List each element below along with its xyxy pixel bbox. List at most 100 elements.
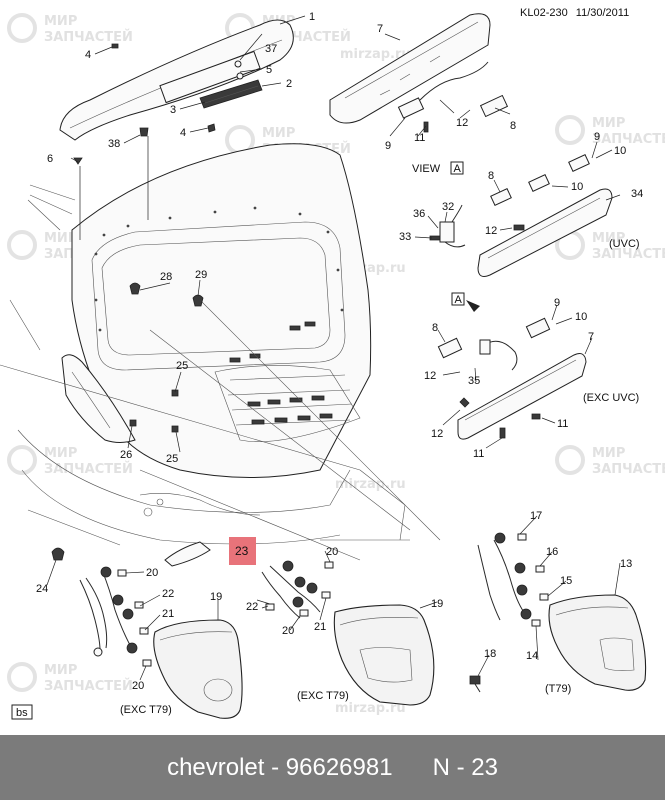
part-high-mount-stop-lamp [199, 60, 263, 109]
callout-28: 28 [160, 271, 172, 283]
watermark-line1: МИР [44, 446, 77, 461]
watermark-line2: ЗАПЧАСТЕЙ [44, 29, 133, 45]
view-a-box-label: A [454, 163, 462, 175]
callout-labels: 1 2 3 4 4 5 6 37 38 7 8 9 11 12 9 10 8 1… [36, 11, 643, 692]
view-a-label: VIEW [412, 163, 441, 175]
callout-7: 7 [588, 331, 594, 343]
watermark-line1: МИР [262, 126, 295, 141]
callout-18: 18 [484, 648, 496, 660]
part-23-trim [164, 541, 211, 567]
callout-16: 16 [546, 546, 558, 558]
watermark-emblem: МИР ЗАПЧАСТЕЙ [7, 445, 133, 477]
callout-11: 11 [473, 448, 484, 460]
fastener-set [51, 43, 216, 561]
callout-34: 34 [631, 188, 643, 200]
highlighted-callout [229, 537, 256, 565]
watermark-emblem: МИР ЗАПЧАСТЕЙ [7, 13, 133, 45]
callout-9: 9 [594, 131, 600, 143]
callout-14: 14 [526, 650, 538, 662]
callout-8: 8 [510, 120, 516, 132]
watermark-line1: МИР [44, 663, 77, 678]
leader-lines [46, 15, 621, 681]
callout-24: 24 [36, 583, 48, 595]
callout-5: 5 [266, 64, 272, 76]
exc-uvc-label: (EXC UVC) [583, 392, 639, 404]
callout-12: 12 [485, 225, 497, 237]
callout-15: 15 [560, 575, 572, 587]
callout-2: 2 [286, 78, 292, 90]
callout-10: 10 [571, 181, 583, 193]
part-liftgate-applique-lower [437, 317, 587, 440]
bs-label: bs [16, 707, 28, 719]
view-a-detail: VIEW A [412, 154, 613, 277]
callout-33: 33 [399, 231, 411, 243]
callout-13: 13 [620, 558, 632, 570]
callout-3: 3 [170, 104, 176, 116]
watermark-emblem: МИР ЗАПЧАСТЕЙ [555, 115, 665, 147]
vehicle-rear-body [0, 143, 441, 561]
callout-4: 4 [180, 127, 186, 139]
watermark-emblem: МИР ЗАПЧАСТЕЙ [555, 445, 665, 477]
callout-10: 10 [575, 311, 587, 323]
callout-17: 17 [530, 510, 542, 522]
diagram-ref-date: 11/30/2011 [576, 7, 629, 19]
left-tail-lamp [153, 619, 243, 719]
watermark-line1: МИР [592, 116, 625, 131]
callout-9: 9 [554, 297, 560, 309]
watermark-site: mirzap.ru [335, 477, 406, 492]
callout-21: 21 [314, 621, 326, 633]
callout-22: 22 [162, 588, 174, 600]
callout-32: 32 [442, 201, 454, 213]
view-a-arrow: A [451, 292, 480, 312]
callout-36: 36 [413, 208, 425, 220]
callout-29: 29 [195, 269, 207, 281]
watermark-line1: МИР [44, 14, 77, 29]
right-tail-lamp [548, 594, 647, 691]
callout-25: 25 [166, 453, 178, 465]
diagram-ref-code: KL02-230 [520, 7, 568, 19]
callout-12: 12 [424, 370, 436, 382]
callout-8: 8 [488, 170, 494, 182]
callout-19: 19 [210, 591, 222, 603]
callout-20: 20 [132, 680, 144, 692]
watermark-site: mirzap.ru [340, 47, 411, 62]
callout-8: 8 [432, 322, 438, 334]
callout-11: 11 [414, 132, 425, 144]
exc-t79-left-label: (EXC T79) [120, 704, 172, 716]
part-info-text: chevrolet - 96626981 N - 23 [167, 753, 498, 781]
watermark-line2: ЗАПЧАСТЕЙ [592, 131, 665, 147]
part-18-screw [469, 675, 481, 693]
center-tail-lamp [333, 604, 435, 706]
callout-22: 22 [246, 601, 258, 613]
callout-19: 19 [431, 598, 443, 610]
right-lamp-wiring [477, 532, 549, 627]
callout-26: 26 [120, 449, 132, 461]
callout-21: 21 [162, 608, 174, 620]
callout-6: 6 [47, 153, 53, 165]
exc-t79-center-label: (EXC T79) [297, 690, 349, 702]
watermark-site: mirzap.ru [335, 701, 406, 716]
t79-label: (T79) [545, 683, 571, 695]
callout-7: 7 [377, 23, 383, 35]
uvc-label: (UVC) [609, 238, 640, 250]
callout-20: 20 [146, 567, 158, 579]
diagram-reference: KL02-230 11/30/2011 [520, 7, 629, 19]
watermark-line2: ЗАПЧАСТЕЙ [592, 246, 665, 262]
watermark-line2: ЗАПЧАСТЕЙ [44, 461, 133, 477]
callout-20: 20 [282, 625, 294, 637]
highlighted-part-number: 23 [235, 544, 249, 558]
callout-12: 12 [431, 428, 443, 440]
callout-12: 12 [456, 117, 468, 129]
callout-37: 37 [265, 43, 277, 55]
watermark-line1: МИР [592, 231, 625, 246]
watermark-line2: ЗАПЧАСТЕЙ [592, 461, 665, 477]
callout-25: 25 [176, 360, 188, 372]
watermark-line1: МИР [592, 446, 625, 461]
callout-11: 11 [557, 418, 568, 430]
callout-20: 20 [326, 546, 338, 558]
callout-1: 1 [309, 11, 315, 23]
callout-38: 38 [108, 138, 120, 150]
exploded-parts-diagram: МИР ЗАПЧАСТЕЙ МИР ЗАПЧАСТЕЙ МИР ЗАПЧАСТЕ… [0, 7, 665, 720]
arrow-a-box-label: A [455, 294, 463, 306]
